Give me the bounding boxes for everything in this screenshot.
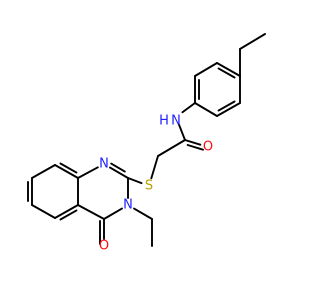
ethyl-bond bbox=[239, 33, 266, 50]
s-c-bond bbox=[127, 177, 143, 185]
ring-bond bbox=[216, 102, 241, 117]
ring-bond bbox=[54, 164, 79, 179]
ring-bond bbox=[77, 166, 99, 179]
ring-bond bbox=[216, 62, 241, 77]
ring-bond bbox=[54, 204, 79, 219]
ring-double-bond bbox=[59, 162, 78, 174]
ring-double-bond bbox=[110, 162, 126, 173]
amide-bond bbox=[177, 123, 186, 141]
quinazoline-nitrogen-1-label: N bbox=[99, 157, 109, 172]
carbonyl-oxygen-label: O bbox=[99, 239, 109, 254]
quinazoline-nitrogen-3-label: N bbox=[123, 198, 133, 213]
amide-hydrogen-label: H bbox=[159, 114, 169, 129]
ring-bond bbox=[31, 204, 56, 219]
ring-double-bond bbox=[59, 209, 78, 221]
ring-bond bbox=[103, 207, 123, 220]
amide-oxygen-label: O bbox=[203, 140, 213, 155]
chain-bond bbox=[157, 139, 186, 157]
ring-bond bbox=[31, 164, 56, 179]
ring-bond bbox=[77, 204, 105, 220]
ring-double-bond bbox=[217, 67, 236, 79]
carbonyl-bond bbox=[184, 139, 202, 146]
ring-bond bbox=[194, 62, 218, 77]
bond-lines bbox=[27, 33, 266, 247]
c-s-bond bbox=[150, 155, 159, 180]
ring-bond bbox=[109, 166, 129, 179]
ring-double-bond bbox=[217, 100, 236, 112]
amide-nitrogen-label: N bbox=[171, 114, 181, 129]
ring-bond bbox=[194, 102, 218, 117]
n-ethyl-bond bbox=[133, 207, 153, 220]
molecule-structure-diagram: H N O S N N O bbox=[27, 33, 266, 254]
n-aryl-bond bbox=[181, 102, 196, 114]
atom-labels: H N O S N N O bbox=[99, 114, 213, 254]
carbonyl-double-bond bbox=[186, 144, 204, 151]
thioether-sulfur-label: S bbox=[145, 179, 153, 194]
